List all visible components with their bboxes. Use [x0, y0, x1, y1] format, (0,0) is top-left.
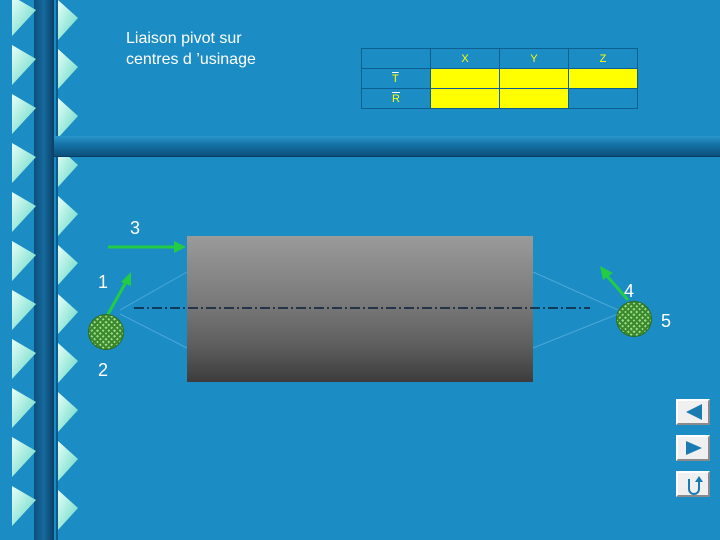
dof-col-header: Y: [499, 48, 569, 69]
band-triangle-left: [12, 0, 36, 36]
workpiece-cylinder: [187, 236, 533, 382]
return-button[interactable]: [676, 471, 710, 497]
contact-label-1: 1: [98, 272, 109, 292]
band-triangle-right: [58, 343, 78, 383]
band-triangle-right: [58, 441, 78, 481]
band-triangle-right: [58, 196, 78, 236]
dof-cell[interactable]: [568, 88, 638, 109]
left-center-ball: [88, 314, 124, 350]
band-triangle-left: [12, 192, 36, 232]
band-triangle-left: [12, 143, 36, 183]
band-triangle-left: [12, 94, 36, 134]
dof-row-label: R: [392, 92, 400, 105]
right-cone-line-bottom: [532, 313, 619, 349]
left-band-line: [56, 0, 58, 540]
dof-table-row: R: [361, 88, 638, 109]
band-triangle-right: [58, 294, 78, 334]
band-triangle-left: [12, 241, 36, 281]
band-triangle-left: [12, 486, 36, 526]
left-band-bar: [34, 0, 54, 540]
arrow-1-shaft: [105, 281, 128, 317]
triangle-left-icon: [686, 404, 702, 420]
triangle-right-icon: [686, 441, 702, 455]
left-cone-line-top: [119, 271, 188, 311]
left-band-triangles: [12, 0, 78, 530]
band-triangle-right: [58, 490, 78, 530]
right-cone-line-top: [532, 271, 619, 311]
dof-row-label: T: [392, 72, 399, 85]
band-triangle-left: [12, 290, 36, 330]
dof-table-row: T: [361, 68, 638, 89]
contact-label-4: 4: [624, 281, 635, 301]
slide-title: Liaison pivot sur centres d ’usinage: [126, 28, 326, 70]
dof-col-header: Z: [568, 48, 638, 69]
return-arrow-icon: [688, 476, 703, 495]
right-center-ball: [616, 301, 652, 337]
band-triangle-left: [12, 437, 36, 477]
dof-cell[interactable]: [430, 68, 500, 89]
left-cone-line-bottom: [119, 313, 188, 349]
contact-label-2: 2: [98, 360, 109, 380]
dof-cell[interactable]: [430, 88, 500, 109]
band-triangle-right: [58, 392, 78, 432]
band-triangle-right: [58, 0, 78, 40]
band-triangle-right: [58, 245, 78, 285]
horizontal-band: [54, 136, 720, 157]
contact-label-5: 5: [661, 311, 672, 331]
next-slide-button[interactable]: [676, 435, 710, 461]
arrow-4-head: [600, 266, 613, 280]
previous-slide-button[interactable]: [676, 399, 710, 425]
dof-row-header: R: [361, 88, 431, 109]
dof-table-header-row: X Y Z: [361, 48, 638, 69]
band-triangle-right: [58, 98, 78, 138]
dof-cell[interactable]: [499, 88, 569, 109]
dof-row-header: T: [361, 68, 431, 89]
band-triangle-left: [12, 339, 36, 379]
contact-label-3: 3: [130, 218, 141, 238]
band-triangle-right: [58, 49, 78, 89]
dof-col-header: X: [430, 48, 500, 69]
left-decorative-band: [0, 0, 82, 540]
slide-title-text: Liaison pivot sur centres d ’usinage: [126, 30, 256, 68]
band-triangle-left: [12, 45, 36, 85]
arrow-3-head: [174, 241, 186, 253]
dof-table: X Y Z T R: [361, 48, 638, 109]
band-triangle-left: [12, 388, 36, 428]
dof-table-corner: [361, 48, 431, 69]
dof-cell[interactable]: [499, 68, 569, 89]
band-triangle-right: [58, 147, 78, 187]
dof-cell[interactable]: [568, 68, 638, 89]
arrow-1-head: [121, 272, 131, 286]
